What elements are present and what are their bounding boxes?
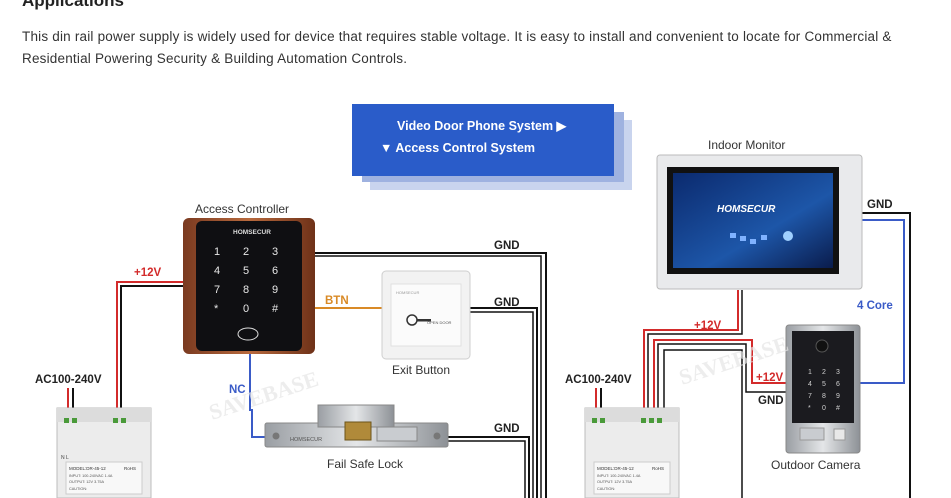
keypad-key: 5 (243, 265, 249, 277)
nc-label: NC (229, 384, 246, 396)
fail-safe-lock-label: Fail Safe Lock (327, 457, 404, 471)
keypad-key: 4 (214, 265, 220, 277)
access-controller-device: HOMSECUR 1 2 3 4 5 6 7 8 9 * 0 # (183, 218, 315, 354)
keypad-key: 3 (836, 369, 840, 376)
watermark-left: SAVEBASE (206, 366, 322, 425)
svg-text:MODEL:DR-45-12: MODEL:DR-45-12 (69, 466, 106, 471)
indoor-monitor-label: Indoor Monitor (708, 138, 785, 152)
gnd-label-2: GND (494, 297, 520, 309)
left-power-supply: N L MODEL:DR-45-12 RoHS INPUT: 100-240VA… (56, 407, 152, 498)
right-ac-label: AC100-240V (565, 374, 632, 386)
camera-keypad: 1 2 3 4 5 6 7 8 9 * 0 # (808, 369, 840, 412)
svg-text:INPUT: 100-240VAC 1.4A: INPUT: 100-240VAC 1.4A (597, 474, 641, 478)
keypad-key: 0 (243, 303, 249, 315)
keypad-key: # (272, 303, 279, 315)
right-power-supply: MODEL:DR-45-12 RoHS INPUT: 100-240VAC 1.… (584, 407, 680, 498)
exit-button-device: HOMSECUR OPEN DOOR (381, 270, 471, 360)
svg-text:INPUT: 100-240VAC 1.4A: INPUT: 100-240VAC 1.4A (69, 474, 113, 478)
svg-text:OPEN DOOR: OPEN DOOR (427, 320, 452, 325)
keypad-key: * (808, 405, 811, 412)
system-menu: Video Door Phone System ▶ ▼ Access Contr… (352, 104, 632, 190)
svg-text:RoHS: RoHS (652, 466, 664, 471)
svg-text:RoHS: RoHS (124, 466, 136, 471)
svg-text:OUTPUT: 12V 3.75A: OUTPUT: 12V 3.75A (69, 480, 104, 484)
outdoor-camera-device: 1 2 3 4 5 6 7 8 9 * 0 # (785, 324, 861, 454)
right-plus12v-label-b: +12V (756, 372, 784, 384)
keypad-key: 6 (836, 381, 840, 388)
svg-text:OUTPUT: 12V 3.75A: OUTPUT: 12V 3.75A (597, 480, 632, 484)
keypad-key: 7 (808, 393, 812, 400)
keypad-key: 2 (822, 369, 826, 376)
keypad-key: 8 (822, 393, 826, 400)
gnd-low-label: GND (758, 395, 784, 407)
svg-text:CAUTION:: CAUTION: (69, 487, 87, 491)
svg-text:N L: N L (61, 455, 69, 461)
menu-item-video-door-phone[interactable]: Video Door Phone System ▶ (397, 119, 568, 133)
controller-brand: HOMSECUR (233, 229, 271, 236)
keypad-key: 2 (243, 246, 249, 258)
keypad-key: 7 (214, 284, 220, 296)
menu-item-access-control[interactable]: ▼ Access Control System (380, 141, 535, 155)
keypad-key: 9 (836, 393, 840, 400)
left-plus12v-label: +12V (134, 267, 162, 279)
keypad-key: 5 (822, 381, 826, 388)
gnd-top-label: GND (867, 199, 893, 211)
exit-button-label: Exit Button (392, 363, 450, 377)
access-controller-label: Access Controller (195, 202, 289, 216)
btn-label: BTN (325, 295, 349, 307)
keypad-key: 9 (272, 284, 278, 296)
keypad-key: 6 (272, 265, 278, 277)
monitor-brand: HOMSECUR (717, 204, 776, 215)
gnd-label-1: GND (494, 240, 520, 252)
four-core-label: 4 Core (857, 300, 893, 312)
section-heading: Applications (22, 0, 125, 10)
keypad-key: * (214, 303, 219, 315)
keypad-key: # (836, 405, 840, 412)
fail-safe-lock-device: HOMSECUR (264, 404, 449, 448)
svg-text:HOMSECUR: HOMSECUR (290, 437, 322, 443)
keypad-key: 4 (808, 381, 812, 388)
keypad-key: 1 (808, 369, 812, 376)
keypad-key: 1 (214, 246, 220, 258)
outdoor-camera-label: Outdoor Camera (771, 458, 861, 472)
indoor-monitor-device: HOMSECUR (656, 154, 863, 290)
keypad-key: 3 (272, 246, 278, 258)
left-ac-label: AC100-240V (35, 374, 102, 386)
svg-text:HOMSECUR: HOMSECUR (396, 290, 419, 295)
svg-text:CAUTION:: CAUTION: (597, 487, 615, 491)
svg-text:MODEL:DR-45-12: MODEL:DR-45-12 (597, 466, 634, 471)
right-plus12v-label-a: +12V (694, 320, 722, 332)
gnd-label-3: GND (494, 423, 520, 435)
keypad-key: 8 (243, 284, 249, 296)
controller-keypad: 1 2 3 4 5 6 7 8 9 * 0 # (214, 246, 279, 315)
section-description: This din rail power supply is widely use… (22, 29, 892, 66)
keypad-key: 0 (822, 405, 826, 412)
